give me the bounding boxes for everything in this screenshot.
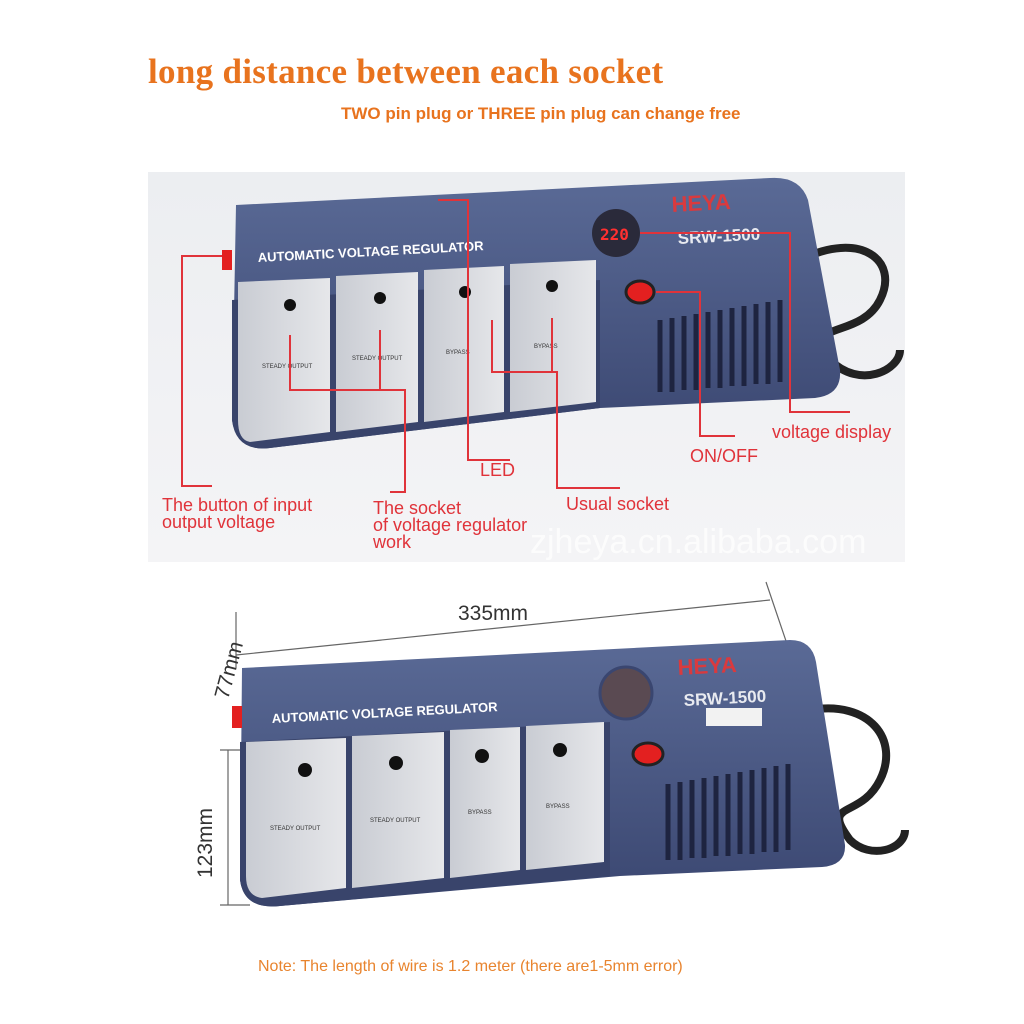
socket: BYPASS xyxy=(424,266,504,422)
vent-grille xyxy=(665,764,791,860)
callout-lines xyxy=(181,199,850,493)
power-cable xyxy=(809,704,909,855)
socket-label: BYPASS xyxy=(534,344,558,350)
socket-label: BYPASS xyxy=(446,350,470,356)
power-cable xyxy=(798,243,904,380)
watermark: zjheya.cn.alibaba.com xyxy=(530,523,866,561)
model-number: SRW-1500 xyxy=(677,225,760,248)
socket-label: BYPASS xyxy=(546,804,570,810)
power-switch xyxy=(624,279,656,305)
socket: BYPASS xyxy=(526,722,604,870)
rating-sticker xyxy=(706,708,762,726)
input-output-button xyxy=(232,706,242,728)
wire-length-note: Note: The length of wire is 1.2 meter (t… xyxy=(258,958,683,975)
callout-input-button: The button of input xyxy=(162,495,312,515)
vent-grille xyxy=(657,300,783,392)
callout-on-off: ON/OFF xyxy=(690,446,758,466)
dimension-length: 335mm xyxy=(458,602,528,625)
callout-voltage-display: voltage display xyxy=(772,422,891,442)
voltage-display xyxy=(592,209,640,257)
dimension-height: 123mm xyxy=(194,808,217,878)
callout-led: LED xyxy=(480,460,515,480)
socket: STEADY OUTPUT xyxy=(246,738,346,898)
brand-logo: HEYA xyxy=(677,652,737,680)
input-output-button xyxy=(222,250,232,270)
brand-logo: HEYA xyxy=(671,189,731,217)
socket-label: STEADY OUTPUT xyxy=(352,356,403,362)
socket-label: STEADY OUTPUT xyxy=(270,826,321,832)
callout-input-button-line2: output voltage xyxy=(162,512,275,532)
socket: BYPASS xyxy=(450,727,520,878)
regulator-device-1: AUTOMATIC VOLTAGE REGULATOR HEYA SRW-150… xyxy=(222,177,841,449)
subheadline: TWO pin plug or THREE pin plug can chang… xyxy=(341,104,741,123)
callout-usual-socket: Usual socket xyxy=(566,494,669,514)
regulator-device-2: AUTOMATIC VOLTAGE REGULATOR HEYA SRW-150… xyxy=(232,640,846,907)
display-reading: 220 xyxy=(600,225,629,244)
voltage-display xyxy=(598,665,654,721)
callout-regulator-socket-line3: work xyxy=(372,532,412,552)
socket: STEADY OUTPUT xyxy=(238,278,330,442)
model-number: SRW-1500 xyxy=(683,687,766,710)
dimension-lines xyxy=(220,581,807,906)
socket: STEADY OUTPUT xyxy=(352,732,444,888)
power-switch xyxy=(631,741,665,767)
socket-label: BYPASS xyxy=(468,810,492,816)
callout-regulator-socket: The socket xyxy=(373,498,461,518)
socket: STEADY OUTPUT xyxy=(336,272,418,432)
headline: long distance between each socket xyxy=(148,52,664,91)
socket-label: STEADY OUTPUT xyxy=(262,364,313,370)
callout-regulator-socket-line2: of voltage regulator xyxy=(373,515,527,535)
socket-label: STEADY OUTPUT xyxy=(370,818,421,824)
